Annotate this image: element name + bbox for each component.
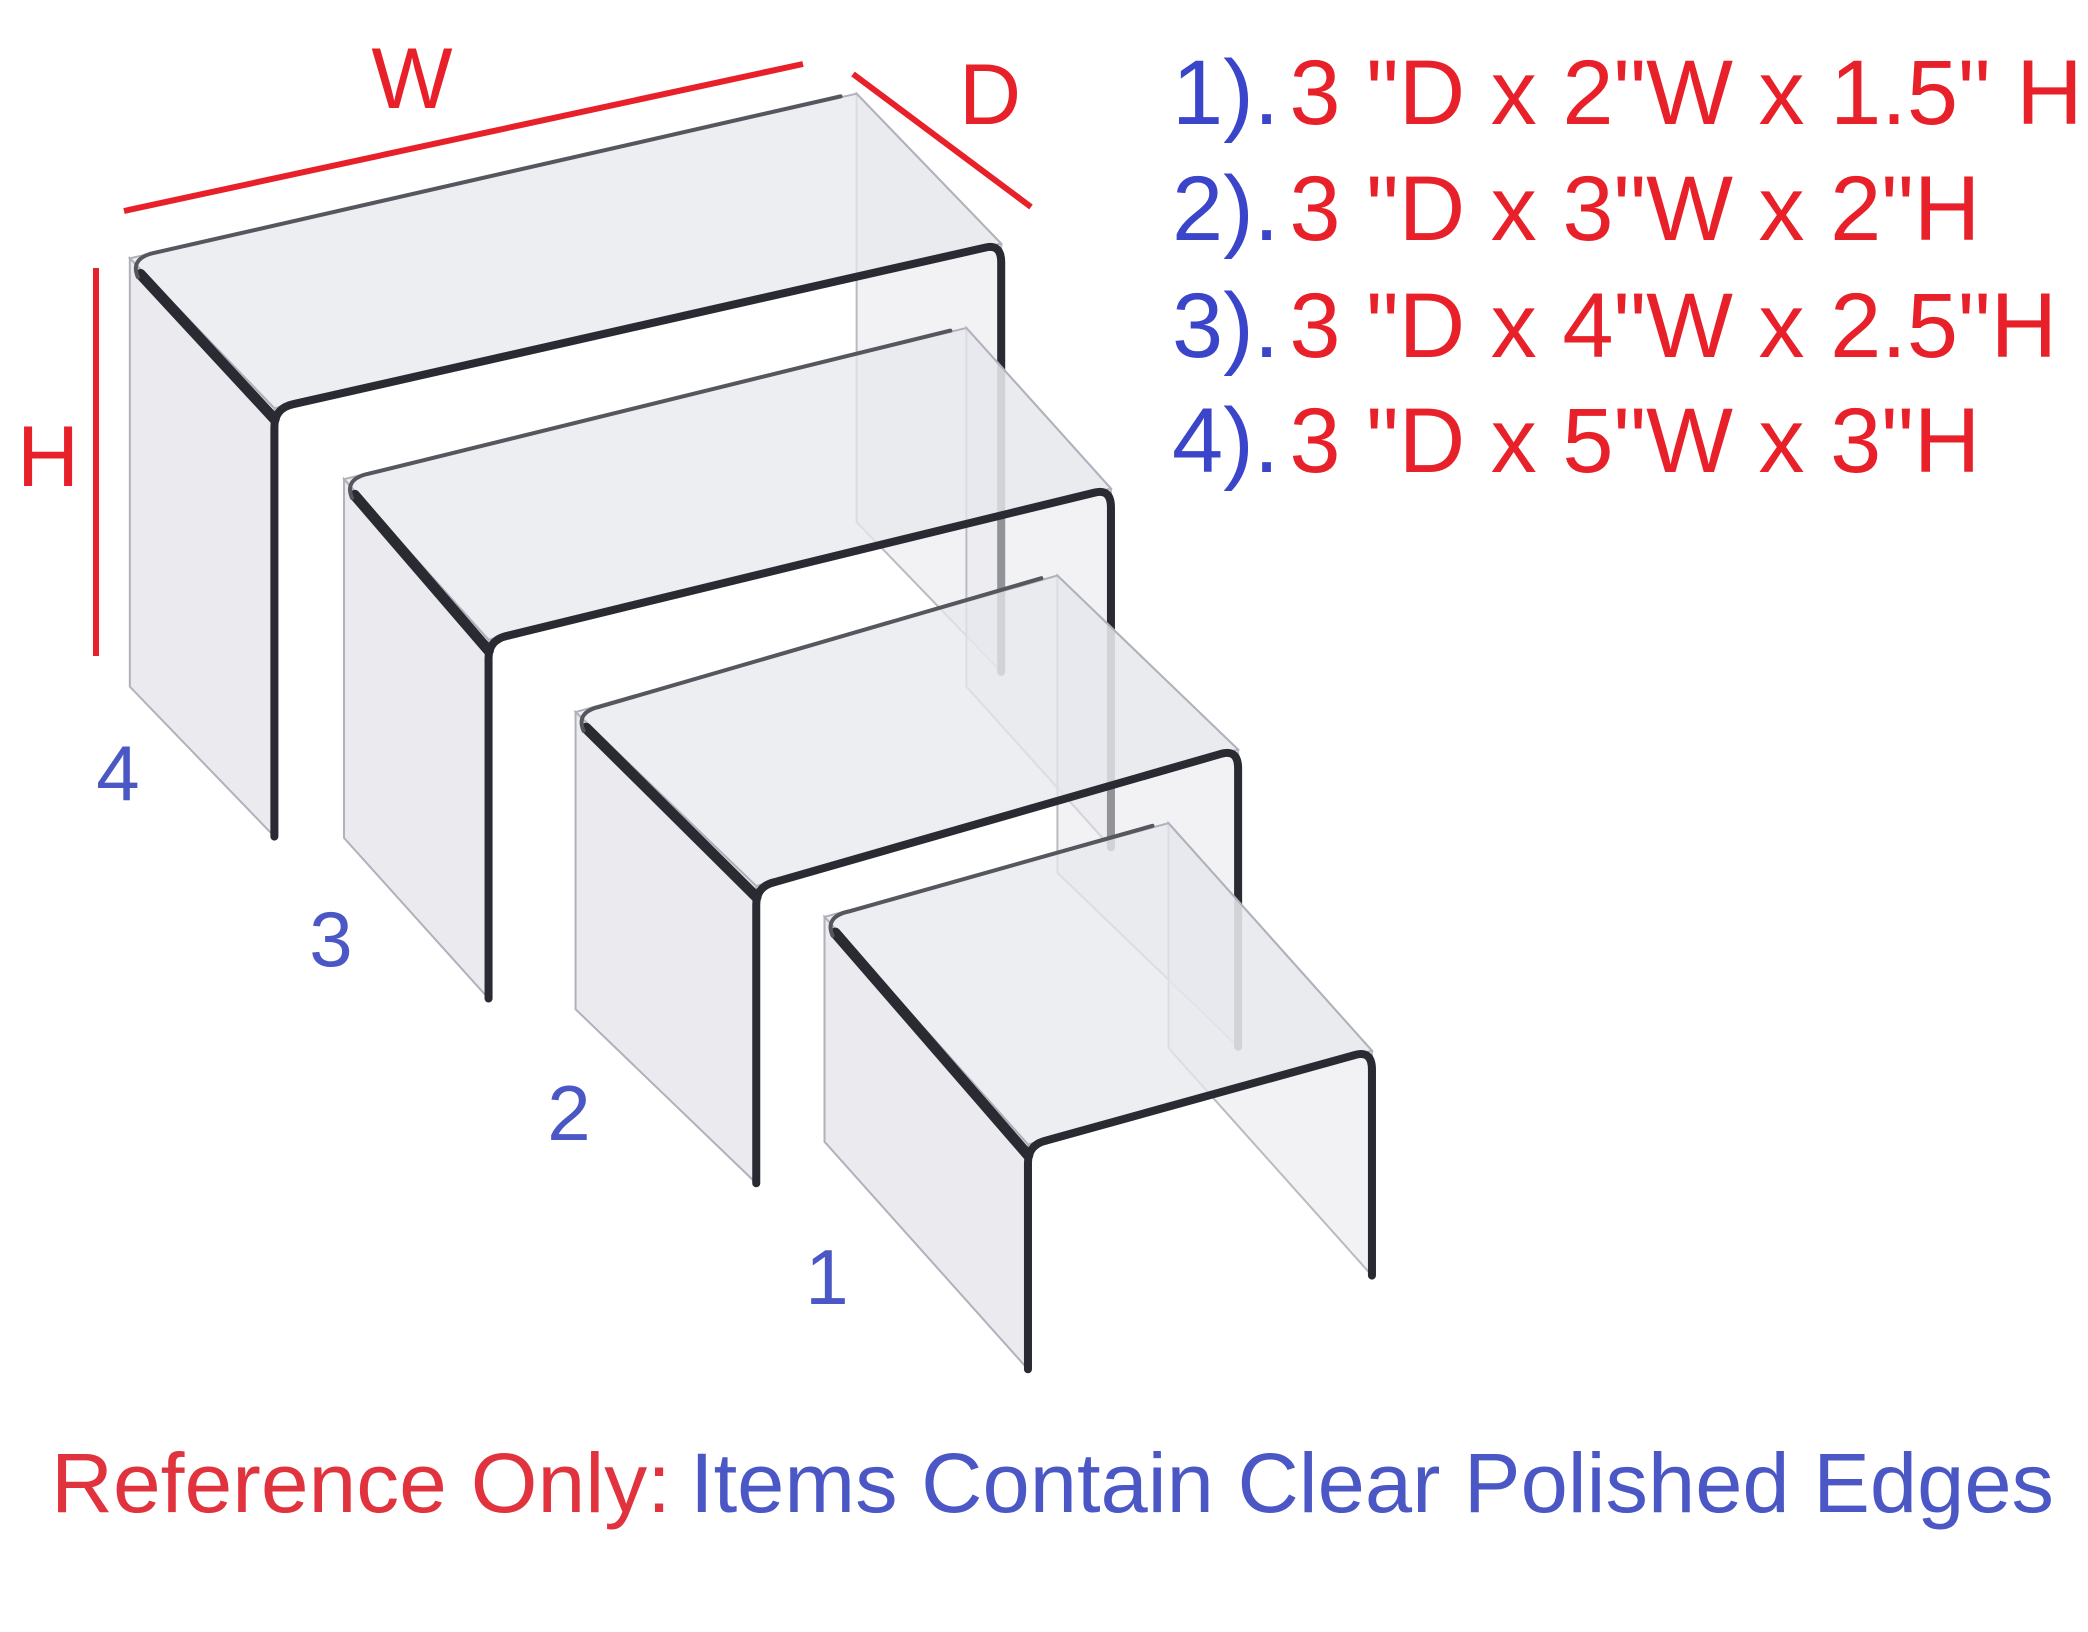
riser-side-edge — [349, 489, 494, 656]
caption-text: Items Contain Clear Polished Edges — [690, 1436, 2054, 1530]
size-item: 4).3 "D x 5"W x 3"H — [1172, 390, 1980, 492]
size-item: 3).3 "D x 4"W x 2.5"H — [1172, 275, 2057, 377]
riser-back-edge — [133, 94, 843, 280]
size-dims: 3 "D x 5"W x 3"H — [1289, 390, 1980, 492]
riser-number-2: 2 — [547, 1069, 590, 1157]
riser-back-edge — [828, 823, 1155, 938]
size-number: 1). — [1172, 42, 1279, 144]
caption-prefix: Reference Only: — [51, 1436, 671, 1530]
depth-dimension-line — [851, 71, 1033, 210]
size-item: 1).3 "D x 2"W x 1.5" H — [1172, 42, 2083, 144]
size-dims: 3 "D x 4"W x 2.5"H — [1289, 275, 2057, 377]
width-label: W — [371, 31, 452, 127]
size-list: 1).3 "D x 2"W x 1.5" H 2).3 "D x 3"W x 2… — [1172, 42, 2083, 492]
size-item: 2).3 "D x 3"W x 2"H — [1172, 158, 1980, 260]
size-number: 2). — [1172, 158, 1279, 260]
height-label: H — [17, 409, 79, 505]
riser-side-edge — [135, 269, 280, 425]
riser-number-1: 1 — [805, 1233, 848, 1321]
riser-number-4: 4 — [96, 729, 139, 817]
size-number: 4). — [1172, 390, 1279, 492]
riser-1 — [822, 820, 1376, 1374]
acrylic-risers — [127, 91, 1376, 1374]
riser-number-3: 3 — [309, 895, 352, 983]
width-dimension-line — [123, 61, 804, 214]
depth-label: D — [959, 47, 1021, 143]
riser-side-edge — [829, 927, 1034, 1161]
riser-back-edge — [348, 328, 953, 500]
size-dims: 3 "D x 2"W x 1.5" H — [1289, 42, 2082, 144]
riser-side-edge — [580, 722, 762, 903]
size-dims: 3 "D x 3"W x 2"H — [1289, 158, 1980, 260]
size-number: 3). — [1172, 275, 1279, 377]
riser-back-edge — [579, 576, 1044, 733]
